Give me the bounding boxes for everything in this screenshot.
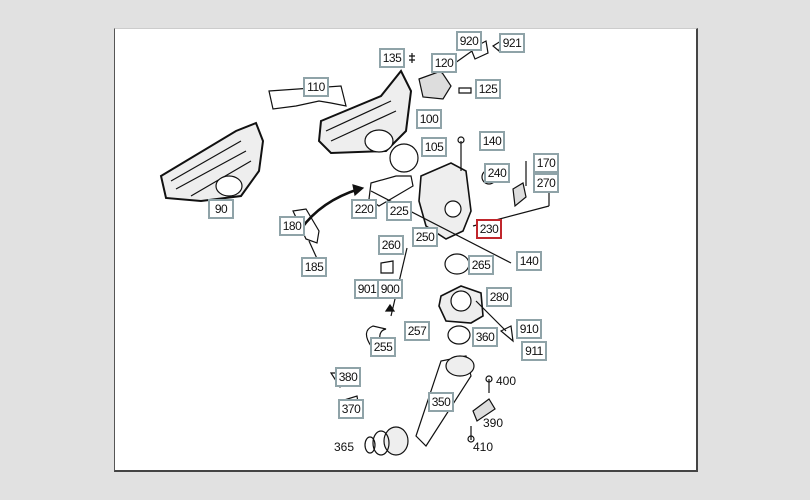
callout-110[interactable]: 110 [303,77,329,97]
callout-257[interactable]: 257 [404,321,430,341]
callout-230-selected[interactable]: 230 [476,219,502,239]
callout-220[interactable]: 220 [351,199,377,219]
callout-125[interactable]: 125 [475,79,501,99]
callout-360[interactable]: 360 [472,327,498,347]
callout-135[interactable]: 135 [379,48,405,68]
callout-100[interactable]: 100 [416,109,442,129]
callout-225[interactable]: 225 [386,201,412,221]
callout-250[interactable]: 250 [412,227,438,247]
housing-part-230 [418,162,472,240]
callout-921[interactable]: 921 [499,33,525,53]
callout-140b[interactable]: 140 [516,251,542,271]
callout-90[interactable]: 90 [208,199,234,219]
gasket-part-110 [268,85,347,110]
callout-911[interactable]: 911 [521,341,547,361]
callout-280[interactable]: 280 [486,287,512,307]
callout-105[interactable]: 105 [421,137,447,157]
callout-170[interactable]: 170 [533,153,559,173]
callout-265[interactable]: 265 [468,255,494,275]
callout-400[interactable]: 400 [496,374,517,388]
callout-140[interactable]: 140 [479,131,505,151]
callout-350[interactable]: 350 [428,392,454,412]
callout-370[interactable]: 370 [338,399,364,419]
callout-255[interactable]: 255 [370,337,396,357]
callout-910[interactable]: 910 [516,319,542,339]
callout-240[interactable]: 240 [484,163,510,183]
exploded-parts-drawing [159,39,550,456]
parts-diagram-sheet: 920 921 135 120 125 110 100 105 140 240 … [114,28,698,472]
callout-380[interactable]: 380 [335,367,361,387]
seal-ring-part-105 [389,143,419,173]
callout-180[interactable]: 180 [279,216,305,236]
callout-120[interactable]: 120 [431,53,457,73]
callout-901[interactable]: 901 [354,279,380,299]
callout-260[interactable]: 260 [378,235,404,255]
callout-900[interactable]: 900 [377,279,403,299]
callout-920[interactable]: 920 [456,31,482,51]
callout-390[interactable]: 390 [483,416,504,430]
callout-365[interactable]: 365 [334,440,355,454]
callout-270[interactable]: 270 [533,173,559,193]
callout-185[interactable]: 185 [301,257,327,277]
callout-410[interactable]: 410 [473,440,494,454]
